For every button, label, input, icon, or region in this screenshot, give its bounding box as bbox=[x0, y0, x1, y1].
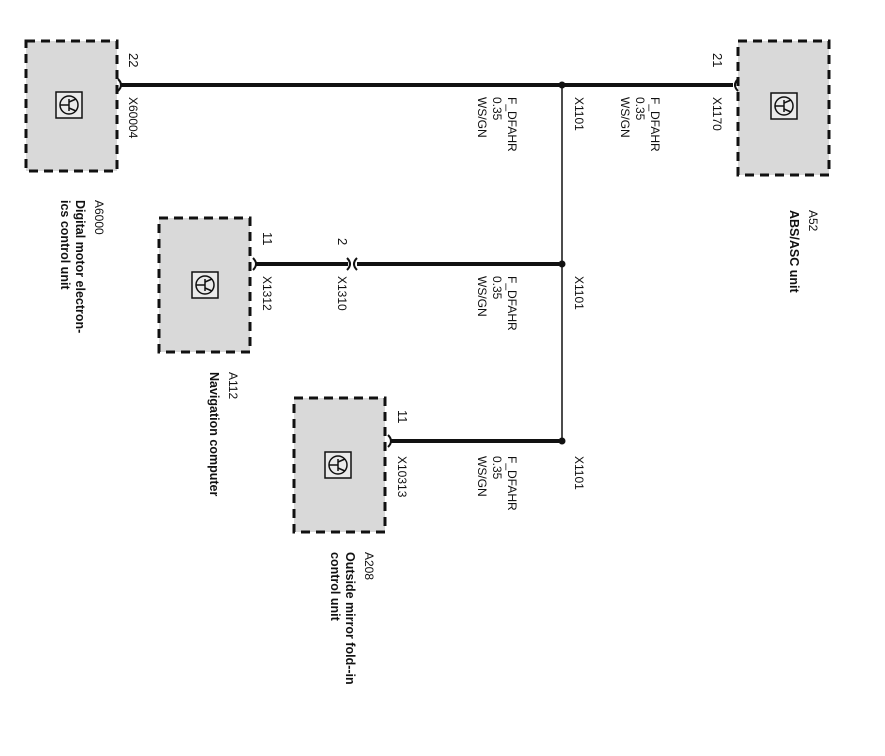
module-a52[interactable] bbox=[736, 39, 831, 177]
connector-label: X10313 bbox=[395, 456, 409, 498]
svg-text:WS/GN: WS/GN bbox=[475, 276, 489, 317]
wire-spec: F_DFAHR 0.35 WS/GN bbox=[618, 97, 662, 152]
splice-label: X1101 bbox=[572, 456, 586, 490]
module-name: Outside mirror fold--in bbox=[343, 552, 357, 685]
wire-spec: F_DFAHR 0.35 WS/GN bbox=[475, 276, 519, 331]
svg-text:WS/GN: WS/GN bbox=[475, 456, 489, 497]
module-a6000[interactable] bbox=[24, 39, 119, 173]
control-unit-icon bbox=[324, 451, 352, 479]
control-unit-icon bbox=[55, 91, 83, 119]
module-name: ics control unit bbox=[58, 200, 72, 290]
splice-label: X1101 bbox=[572, 276, 586, 310]
svg-text:F_DFAHR: F_DFAHR bbox=[505, 456, 519, 511]
connector-label: X1310 bbox=[335, 276, 349, 311]
pin-number: 21 bbox=[710, 53, 725, 67]
svg-text:F_DFAHR: F_DFAHR bbox=[505, 97, 519, 152]
connector-label: X1312 bbox=[260, 276, 274, 311]
splice-point bbox=[558, 437, 566, 445]
svg-text:WS/GN: WS/GN bbox=[475, 97, 489, 138]
svg-text:0.35: 0.35 bbox=[490, 456, 504, 480]
svg-text:F_DFAHR: F_DFAHR bbox=[505, 276, 519, 331]
module-id: A6000 bbox=[92, 200, 106, 235]
connector-label: X60004 bbox=[126, 97, 140, 139]
pin-number: 22 bbox=[126, 53, 141, 67]
splice-label: X1101 bbox=[572, 97, 586, 131]
svg-text:WS/GN: WS/GN bbox=[618, 97, 632, 138]
splice-point bbox=[558, 81, 566, 89]
pin-number: 11 bbox=[395, 410, 410, 424]
module-id: A52 bbox=[806, 210, 820, 232]
module-a112[interactable] bbox=[157, 216, 252, 354]
svg-text:F_DFAHR: F_DFAHR bbox=[648, 97, 662, 152]
module-name: control unit bbox=[328, 552, 342, 622]
module-a208[interactable] bbox=[292, 396, 387, 534]
connector-label: X1170 bbox=[710, 97, 724, 131]
module-name: Digital motor electron- bbox=[73, 200, 87, 333]
module-name: ABS/ASC unit bbox=[787, 210, 801, 293]
control-unit-icon bbox=[770, 92, 798, 120]
pin-number: 2 bbox=[335, 238, 350, 245]
module-id: A208 bbox=[362, 552, 376, 580]
svg-text:0.35: 0.35 bbox=[490, 97, 504, 121]
svg-text:0.35: 0.35 bbox=[490, 276, 504, 300]
control-unit-icon bbox=[191, 271, 219, 299]
svg-text:0.35: 0.35 bbox=[633, 97, 647, 121]
module-name: Navigation computer bbox=[207, 372, 221, 496]
connector-marks bbox=[117, 78, 739, 448]
wire-spec: F_DFAHR 0.35 WS/GN bbox=[475, 97, 519, 152]
splice-point bbox=[558, 260, 566, 268]
pin-number: 11 bbox=[260, 232, 275, 246]
wire-spec: F_DFAHR 0.35 WS/GN bbox=[475, 456, 519, 511]
module-id: A112 bbox=[226, 372, 240, 399]
